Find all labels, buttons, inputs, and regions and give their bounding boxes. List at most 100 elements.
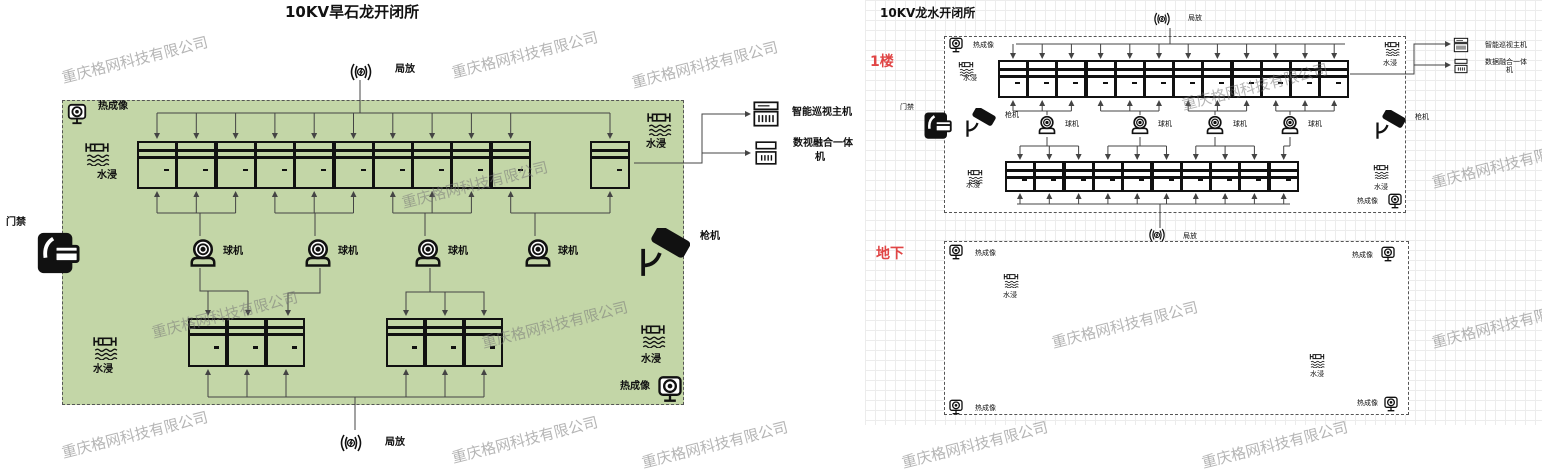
thermal-camera-label: 热成像 — [620, 381, 650, 392]
thermal-camera-label: 热成像 — [98, 101, 128, 112]
gun-camera-icon — [962, 106, 998, 138]
switch-cabinet — [254, 141, 295, 189]
switch-cabinet — [1027, 60, 1058, 98]
thermal-camera-label: 热成像 — [975, 249, 996, 257]
sphere-camera-icon — [1280, 115, 1300, 135]
sphere-camera-icon — [523, 238, 553, 268]
thermal-camera-icon — [948, 37, 964, 53]
patrol-host-label: 智能巡视主机 — [1485, 41, 1527, 49]
partial-discharge-label: 局放 — [385, 437, 405, 448]
water-sensor-label: 水浸 — [93, 364, 113, 375]
switch-cabinet — [1180, 161, 1211, 192]
switch-cabinet — [1034, 161, 1065, 192]
switch-cabinet — [490, 141, 531, 189]
water-sensor-icon — [646, 110, 672, 137]
partial-discharge-icon — [1148, 226, 1166, 244]
sphere-camera-icon — [413, 238, 443, 268]
switch-cabinet — [1114, 60, 1145, 98]
sphere-camera-label: 球机 — [1308, 120, 1322, 128]
thermal-camera-label: 热成像 — [973, 41, 994, 49]
patrol-host-icon[interactable] — [752, 100, 780, 128]
switch-cabinet — [188, 318, 227, 367]
switch-cabinet — [451, 141, 492, 189]
sphere-camera-label: 球机 — [1233, 120, 1247, 128]
switch-cabinet — [1231, 60, 1262, 98]
fusion-machine-label-2: 机 — [815, 152, 825, 163]
thermal-camera-icon — [656, 374, 684, 404]
sphere-camera-label: 球机 — [448, 246, 468, 257]
fusion-machine-label: 数据融合一体 — [1485, 58, 1527, 66]
sphere-camera-label: 球机 — [338, 246, 358, 257]
water-sensor-icon — [966, 168, 984, 185]
switch-cabinet — [1210, 161, 1241, 192]
switch-cabinet — [227, 318, 266, 367]
sphere-camera-icon — [188, 238, 218, 268]
switch-cabinet — [333, 141, 374, 189]
switch-cabinet — [266, 318, 305, 367]
partial-discharge-icon — [1153, 10, 1171, 28]
water-sensor-label: 水浸 — [646, 139, 666, 150]
thermal-camera-label: 热成像 — [1357, 197, 1378, 205]
patrol-host-label: 智能巡视主机 — [792, 107, 852, 118]
switch-cabinet — [386, 318, 425, 367]
switch-cabinet — [1290, 60, 1320, 98]
basement-area — [944, 241, 1409, 415]
switch-cabinet — [294, 141, 335, 189]
switch-cabinet — [1268, 161, 1299, 192]
switch-cabinet — [1173, 60, 1204, 98]
sphere-camera-label: 球机 — [1158, 120, 1172, 128]
floor1-label: 1楼 — [870, 54, 894, 70]
partial-discharge-label: 局放 — [395, 64, 415, 75]
water-sensor-icon — [84, 140, 110, 167]
sphere-camera-icon — [1205, 115, 1225, 135]
thermal-camera-label: 热成像 — [1357, 399, 1378, 407]
partial-discharge-icon — [349, 60, 373, 84]
thermal-camera-icon — [1380, 245, 1396, 263]
gun-camera-label: 枪机 — [700, 231, 720, 242]
basement-label: 地下 — [876, 246, 904, 262]
switch-cabinet — [1319, 60, 1350, 98]
switch-cabinet — [425, 318, 464, 367]
gun-camera-label: 枪机 — [1005, 111, 1019, 119]
switch-cabinet — [176, 141, 217, 189]
water-sensor-icon — [1372, 163, 1390, 180]
switch-cabinet — [590, 141, 630, 189]
thermal-camera-icon — [66, 101, 88, 127]
sphere-camera-label: 球机 — [223, 246, 243, 257]
access-control-label: 门禁 — [900, 103, 914, 111]
sphere-camera-label: 球机 — [1065, 120, 1079, 128]
thermal-camera-label: 热成像 — [975, 404, 996, 412]
right-station-title: 10KV龙水开闭所 — [880, 6, 976, 20]
water-sensor-label: 水浸 — [966, 181, 980, 189]
water-sensor-label: 水浸 — [1383, 59, 1397, 67]
water-sensor-label: 水浸 — [97, 170, 117, 181]
switch-cabinet — [215, 141, 256, 189]
switch-cabinet — [1202, 60, 1233, 98]
switch-cabinet — [1122, 161, 1153, 192]
switch-cabinet — [1144, 60, 1174, 98]
connector-line — [199, 268, 248, 292]
gun-camera-icon — [1372, 108, 1408, 140]
fusion-machine-icon[interactable] — [1452, 58, 1470, 74]
patrol-host-icon[interactable] — [1452, 37, 1470, 53]
water-sensor-icon — [92, 334, 118, 361]
water-sensor-icon — [640, 322, 666, 349]
access-control-label: 门禁 — [6, 217, 26, 228]
water-sensor-icon — [1307, 352, 1327, 369]
switch-cabinet — [464, 318, 503, 367]
fusion-machine-icon[interactable] — [752, 140, 780, 166]
water-sensor-label: 水浸 — [1374, 183, 1388, 191]
partial-discharge-label: 局放 — [1183, 232, 1197, 240]
water-sensor-icon — [1383, 40, 1401, 57]
switch-cabinet — [998, 60, 1028, 98]
sphere-camera-icon — [1130, 115, 1150, 135]
access-control-icon — [34, 228, 80, 276]
switch-cabinet — [1260, 60, 1291, 98]
switch-cabinet — [372, 141, 413, 189]
fusion-machine-label-2: 机 — [1506, 66, 1513, 74]
connector-line — [634, 111, 751, 164]
switch-cabinet — [1063, 161, 1094, 192]
partial-discharge-icon — [339, 431, 363, 455]
thermal-camera-icon — [948, 243, 964, 261]
